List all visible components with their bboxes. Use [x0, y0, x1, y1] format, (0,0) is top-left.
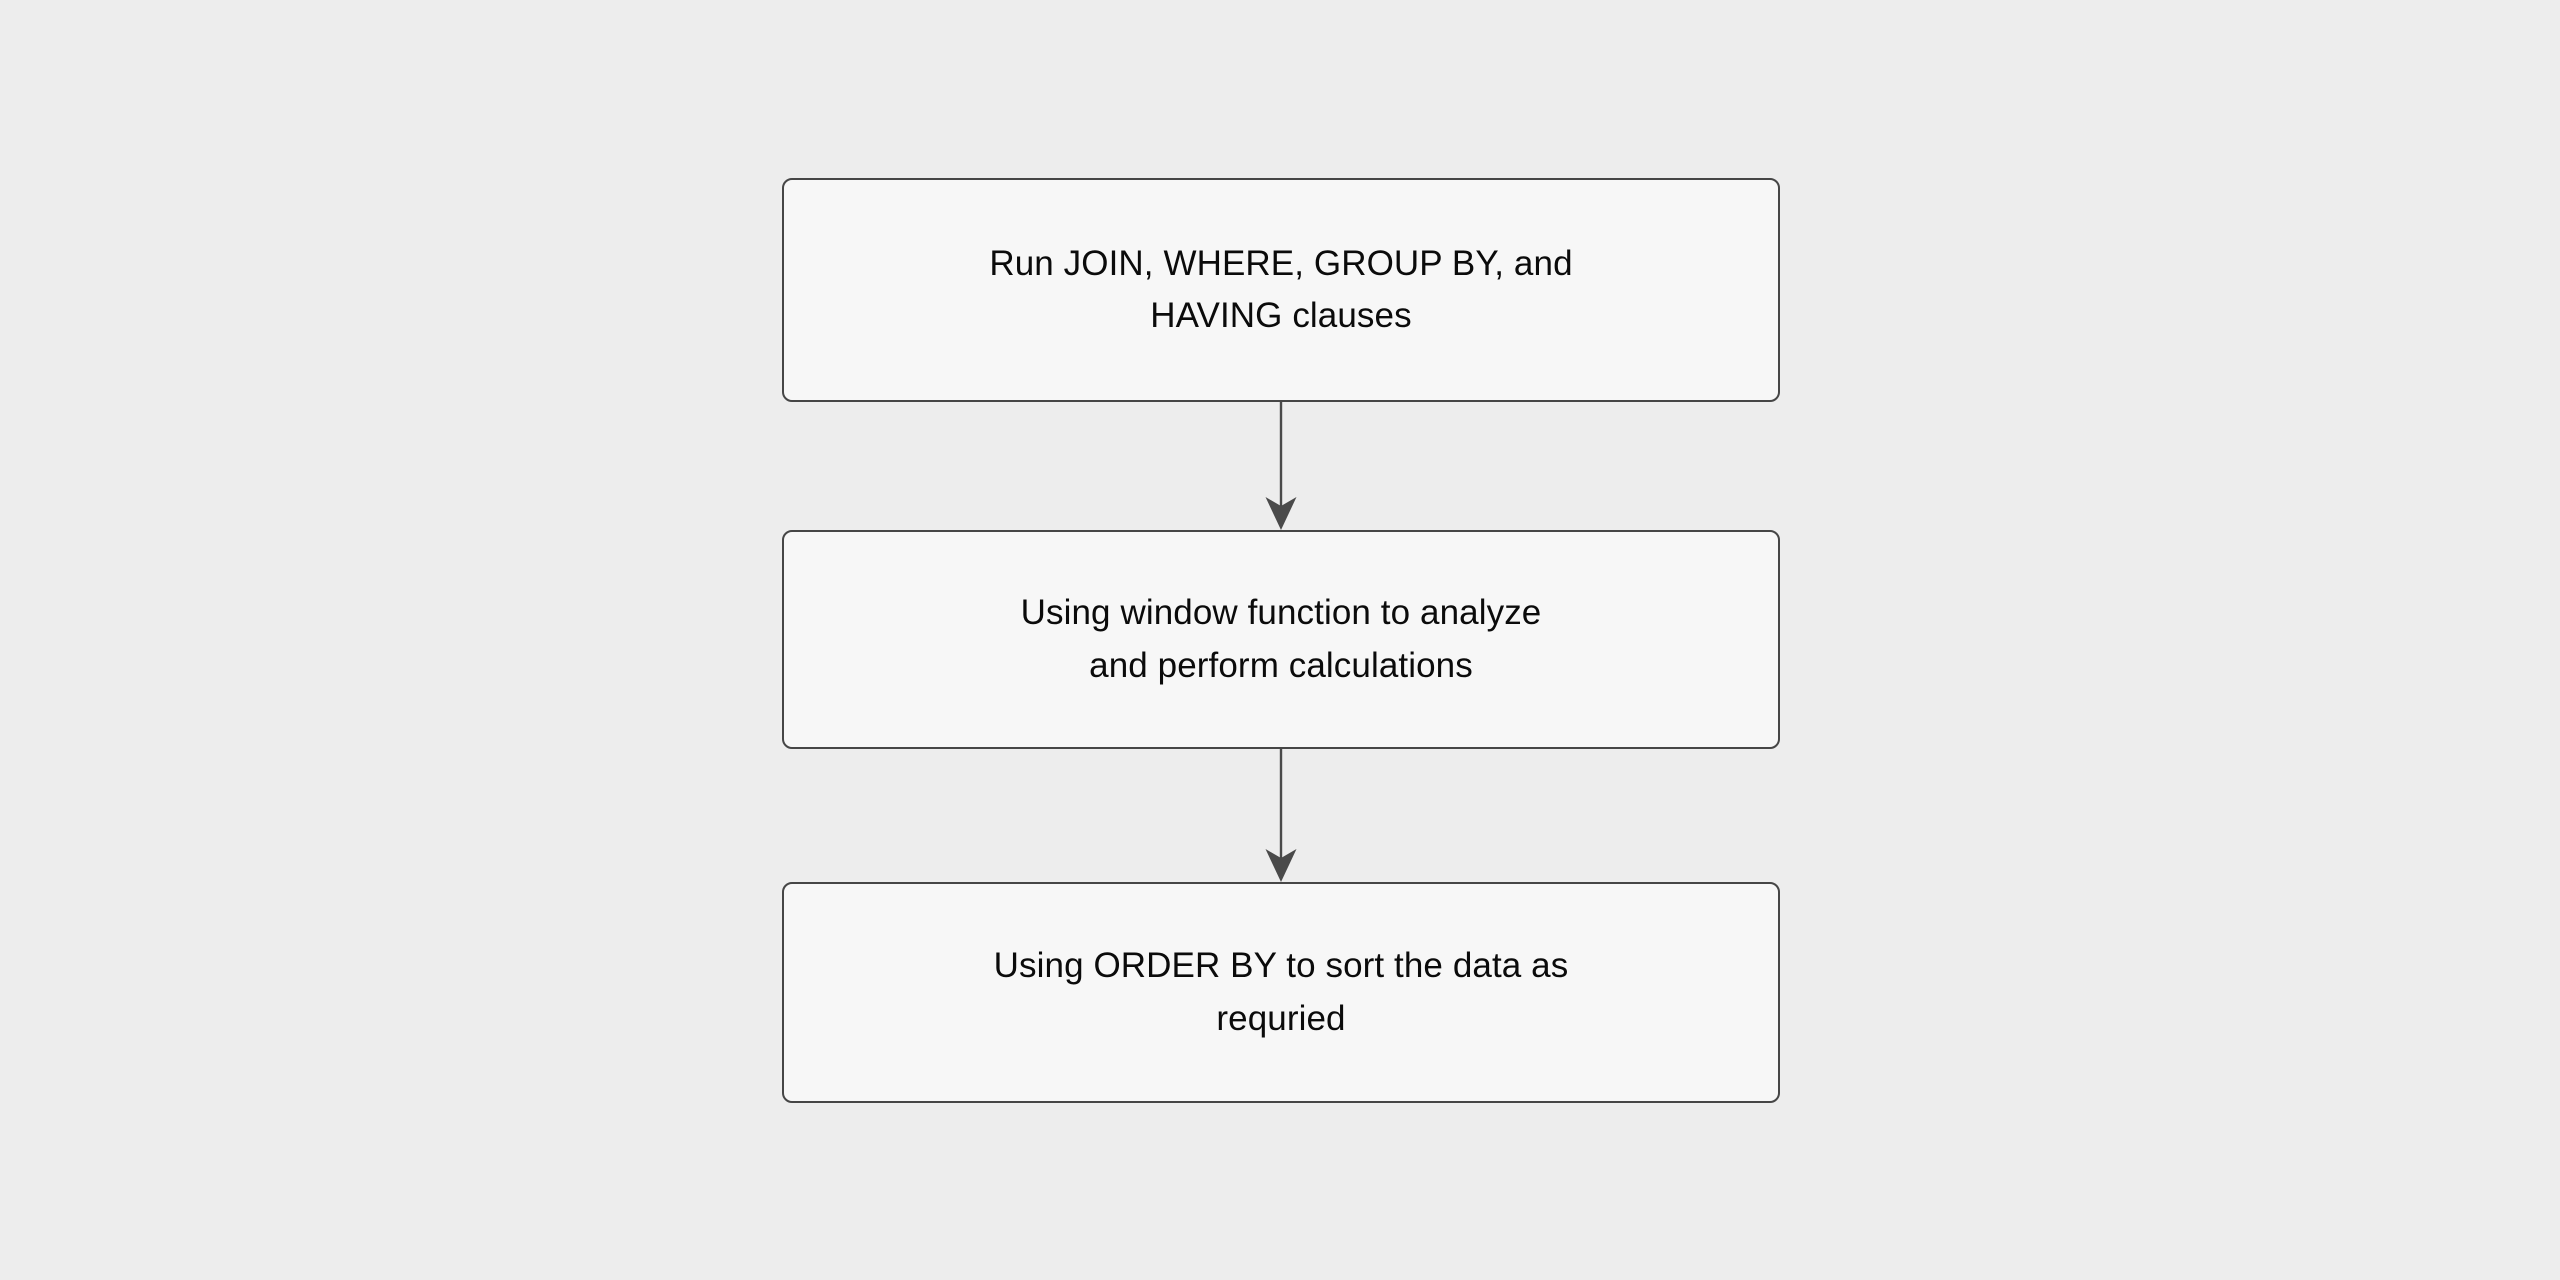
flowchart-edge-node1-to-node2: [1241, 402, 1321, 530]
flowchart-node-window-function[interactable]: Using window function to analyze and per…: [782, 530, 1780, 749]
flowchart-edge-node2-to-node3: [1241, 749, 1321, 882]
flowchart-node-order-by[interactable]: Using ORDER BY to sort the data as requr…: [782, 882, 1780, 1103]
arrow-down-icon: [1265, 497, 1297, 530]
flowchart-node-label: Run JOIN, WHERE, GROUP BY, and HAVING cl…: [989, 243, 1573, 336]
flowchart-node-label: Using window function to analyze and per…: [1020, 593, 1542, 685]
flowchart-node-label: Using ORDER BY to sort the data as requr…: [993, 946, 1569, 1038]
flowchart-node-run-clauses[interactable]: Run JOIN, WHERE, GROUP BY, and HAVING cl…: [782, 178, 1780, 402]
arrow-down-icon: [1265, 849, 1297, 882]
